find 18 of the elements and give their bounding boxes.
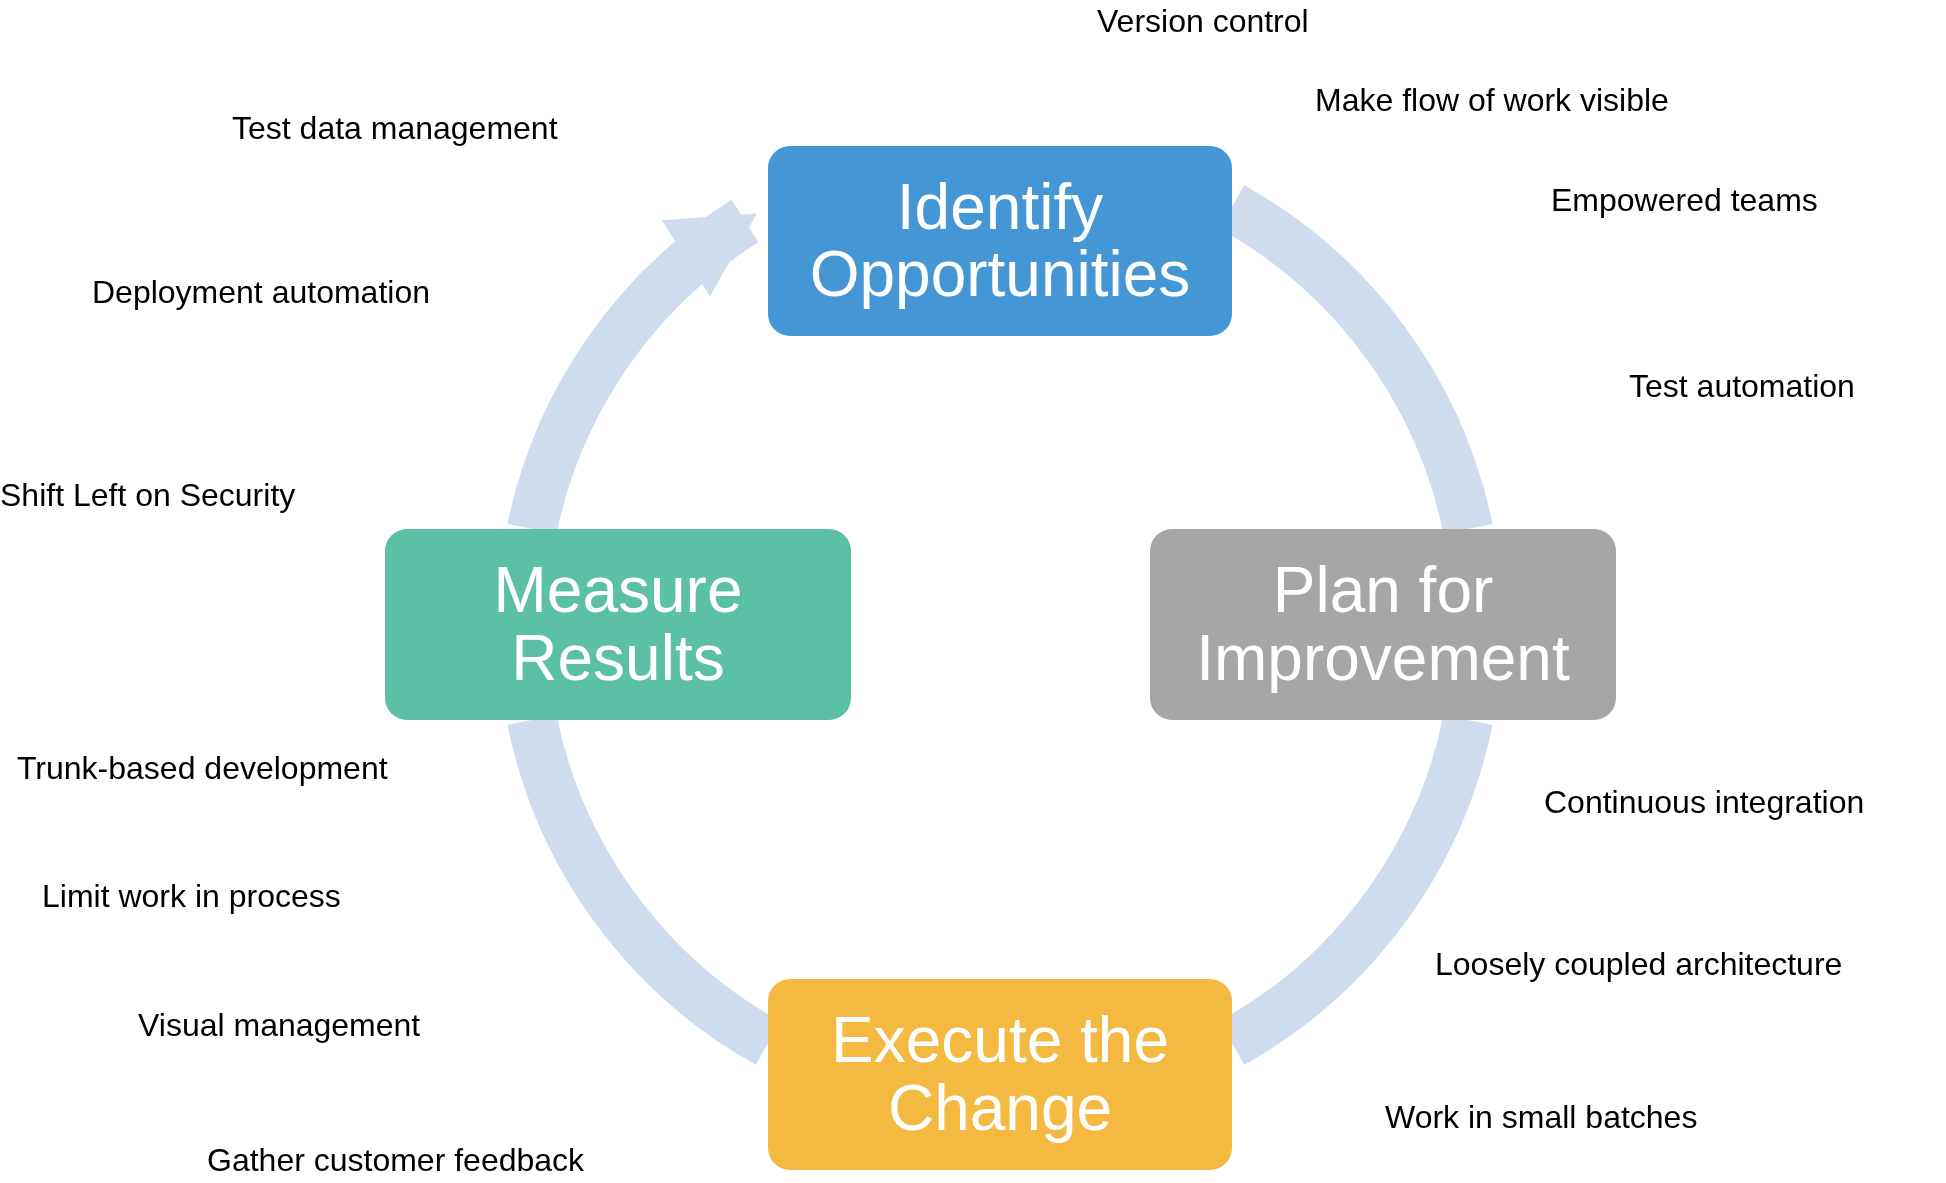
process-box: Measure Results (385, 529, 851, 720)
practice-label: Work in small batches (1385, 1098, 1698, 1136)
practice-label: Gather customer feedback (207, 1141, 585, 1179)
practice-label: Version control (1097, 2, 1309, 40)
practice-label: Shift Left on Security (0, 476, 296, 514)
process-box: Plan for Improvement (1150, 529, 1616, 720)
practice-label: Empowered teams (1551, 181, 1818, 219)
process-box: Execute the Change (768, 979, 1232, 1170)
practice-label: Deployment automation (92, 273, 430, 311)
practice-label: Limit work in process (42, 877, 341, 915)
practice-label: Visual management (138, 1006, 421, 1044)
practice-label: Make flow of work visible (1315, 81, 1669, 119)
practice-label: Loosely coupled architecture (1435, 945, 1843, 983)
practice-label: Test data management (232, 109, 558, 147)
process-box: Identify Opportunities (768, 146, 1232, 336)
practice-label: Trunk-based development (17, 749, 388, 787)
practice-label: Test automation (1629, 367, 1855, 405)
practice-label: Continuous integration (1544, 783, 1865, 821)
